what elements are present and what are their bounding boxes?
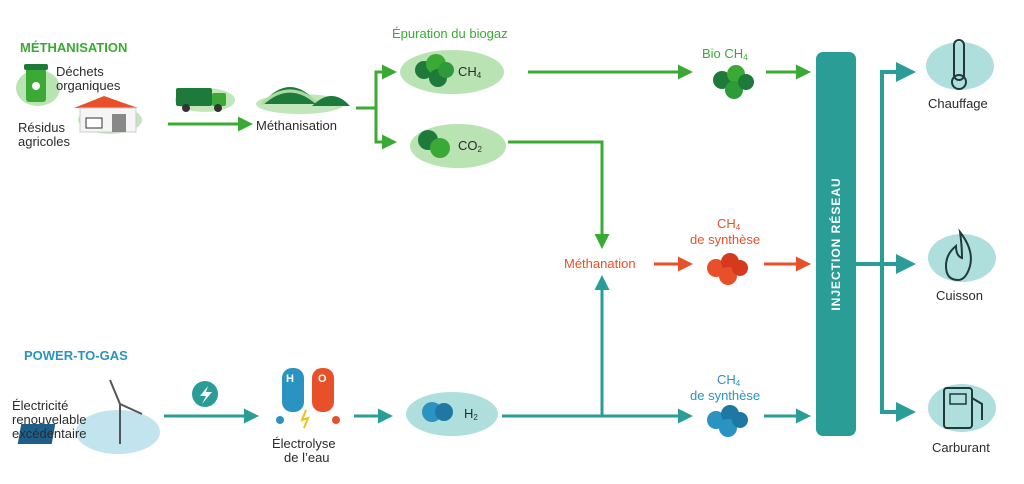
farm-icon — [74, 96, 142, 134]
input-residus-line2: agricoles — [18, 134, 71, 149]
input-elec-line1: Électricité — [12, 398, 69, 413]
section-methanisation: MÉTHANISATION — [20, 40, 128, 55]
node-synth-label: de synthèse — [690, 232, 761, 247]
input-dechets-line1: Déchets — [56, 64, 104, 79]
input-elec-line2: renouvelable — [12, 412, 87, 427]
input-residus-line1: Résidus — [18, 120, 65, 135]
input-dechets-line2: organiques — [56, 78, 121, 93]
arrow-to-ch4 — [356, 64, 397, 110]
arrow-co2-to-methanation — [508, 140, 610, 249]
waste-bin-icon — [16, 64, 60, 106]
lightning-icon — [192, 381, 218, 407]
injection-reseau-bar: INJECTION RÉSEAU — [816, 52, 856, 436]
node-methanation: Méthanation — [564, 256, 636, 271]
output-carburant: Carburant — [932, 440, 990, 455]
wind-solar-icon — [17, 379, 160, 454]
node-electrolyse-line2: de l’eau — [284, 450, 330, 465]
digester-icon — [256, 87, 350, 114]
synth-ch4-molecule-icon — [707, 253, 748, 285]
tank-o-label: O — [318, 373, 327, 385]
tank-h-label: H — [286, 373, 294, 385]
injection-reseau-label: INJECTION RÉSEAU — [829, 177, 843, 311]
arrow-h2-to-methanation — [502, 275, 610, 418]
electrolyser-icon — [276, 368, 340, 429]
arrow-to-carburant — [880, 264, 916, 422]
input-elec-line3: excédentaire — [12, 426, 87, 441]
node-ch4: CH4 — [458, 64, 482, 80]
node-electrolyse-line1: Électrolyse — [272, 436, 336, 451]
section-power-to-gas: POWER-TO-GAS — [24, 348, 128, 363]
truck-icon — [175, 88, 235, 112]
fuel-pump-icon — [928, 384, 996, 432]
node-synth2-label: de synthèse — [690, 388, 761, 403]
co2-molecule-icon — [410, 124, 506, 168]
node-co2: CO2 — [458, 138, 482, 154]
output-cuisson: Cuisson — [936, 288, 983, 303]
bio-ch4-molecule-icon — [713, 65, 754, 99]
h2-molecule-icon — [406, 392, 498, 436]
node-bio-ch4: Bio CH4 — [702, 46, 748, 62]
node-methanisation: Méthanisation — [256, 118, 337, 133]
output-chauffage: Chauffage — [928, 96, 988, 111]
node-epuration: Épuration du biogaz — [392, 26, 508, 41]
synth2-ch4-molecule-icon — [707, 405, 748, 437]
ch4-molecule-icon — [400, 50, 504, 94]
arrow-to-co2 — [374, 108, 397, 150]
thermometer-icon — [926, 39, 994, 90]
node-synth2-ch4: CH4 — [717, 372, 741, 388]
arrow-to-chauffage — [856, 62, 916, 266]
node-synth-ch4: CH4 — [717, 216, 741, 232]
node-h2: H2 — [464, 406, 478, 422]
flame-icon — [928, 228, 996, 282]
